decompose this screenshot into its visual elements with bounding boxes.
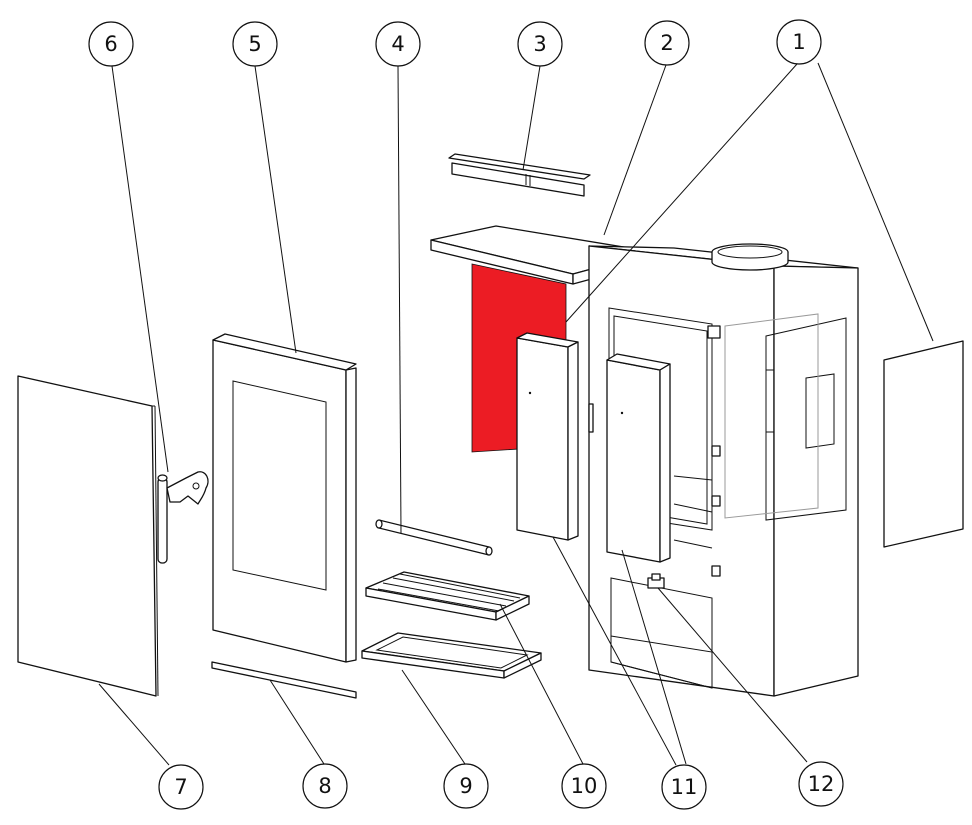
svg-text:3: 3 <box>533 32 546 56</box>
svg-text:6: 6 <box>104 32 117 56</box>
callout-6: 6 <box>88 21 134 67</box>
leader-12 <box>657 587 808 763</box>
callout-10: 10 <box>561 763 607 809</box>
svg-text:1: 1 <box>792 30 805 54</box>
svg-text:4: 4 <box>391 32 404 56</box>
leader-lines <box>98 62 934 766</box>
part-11-firebrick-panel-right <box>606 353 671 563</box>
svg-text:9: 9 <box>459 774 472 798</box>
callout-12: 12 <box>798 761 844 807</box>
svg-text:11: 11 <box>671 775 698 799</box>
leader-10 <box>499 603 584 765</box>
leader-11b <box>621 549 687 765</box>
callout-7: 7 <box>158 764 204 810</box>
leader-4 <box>397 65 402 534</box>
leader-3 <box>522 65 541 171</box>
part-10-grate <box>365 571 530 621</box>
callout-1: 1 <box>776 19 822 65</box>
svg-text:8: 8 <box>318 774 331 798</box>
callout-8: 8 <box>302 763 348 809</box>
svg-text:5: 5 <box>248 32 261 56</box>
callout-11: 11 <box>661 764 707 810</box>
svg-text:12: 12 <box>808 772 835 796</box>
callout-2: 2 <box>644 20 690 66</box>
leader-8 <box>269 679 325 765</box>
part-11-firebrick-panel-left <box>516 332 579 541</box>
svg-text:7: 7 <box>174 775 187 799</box>
leader-6 <box>111 65 169 473</box>
svg-text:2: 2 <box>660 31 673 55</box>
svg-text:10: 10 <box>571 774 598 798</box>
part-6-door-handle <box>157 471 209 564</box>
leader-2 <box>603 64 667 236</box>
callout-4: 4 <box>375 21 421 67</box>
leader-11a <box>552 536 677 766</box>
callout-3: 3 <box>517 21 563 67</box>
callout-9: 9 <box>443 763 489 809</box>
part-9-ash-pan <box>361 632 542 679</box>
leader-5 <box>254 65 297 354</box>
part-4-rod <box>375 519 493 556</box>
leader-1a <box>565 63 798 323</box>
part-5-door <box>212 333 357 663</box>
part-3-bracket <box>448 153 591 197</box>
leader-9 <box>401 669 466 765</box>
part-1-side-glass <box>883 340 964 548</box>
part-8-door-strip <box>211 661 357 699</box>
callout-5: 5 <box>232 21 278 67</box>
part-7-glass-panel <box>17 375 159 697</box>
leader-1b <box>817 62 934 342</box>
part-12-latch <box>647 573 665 589</box>
leader-7 <box>98 683 170 766</box>
